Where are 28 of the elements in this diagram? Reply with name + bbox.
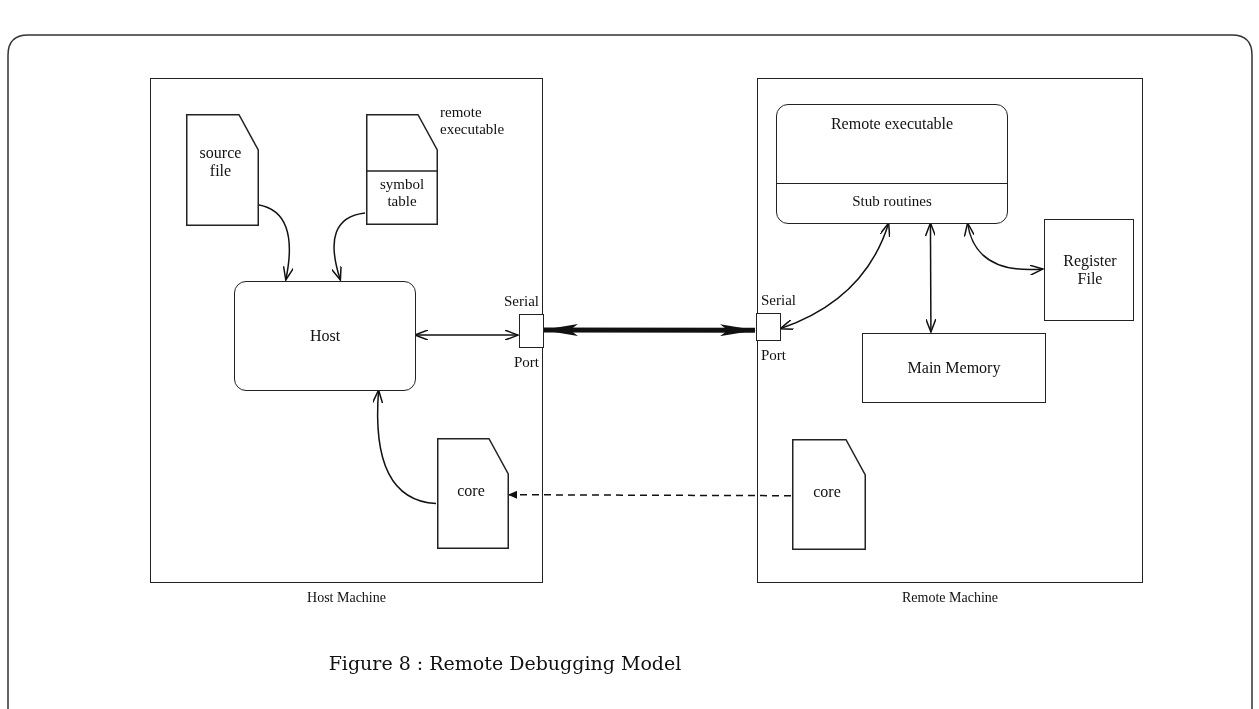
document-label: core [812, 483, 842, 501]
box-label: Stub routines [851, 193, 933, 210]
box-label: Register File [1062, 252, 1118, 288]
port-label: Port [761, 347, 786, 364]
machine-label: Host Machine [306, 590, 387, 606]
process-box [776, 104, 1008, 224]
port-label: Serial [761, 292, 796, 309]
box-heading: Remote executable [829, 115, 955, 133]
port-label: Serial [504, 293, 539, 310]
document-label: symbol table [378, 176, 426, 209]
arrow [542, 324, 756, 337]
arrow [964, 222, 1044, 276]
document-heading: remote executable [440, 104, 506, 137]
box-label: Main Memory [906, 359, 1002, 377]
port-label: Port [514, 354, 539, 371]
machine-label: Remote Machine [901, 590, 999, 606]
process-box [862, 333, 1046, 403]
document-label: core [456, 482, 486, 500]
arrow [414, 329, 519, 341]
figure-caption: Figure 8 : Remote Debugging Model [327, 652, 683, 674]
arrow [331, 212, 366, 281]
arrow [779, 222, 890, 330]
document-label: source file [198, 144, 243, 180]
box-label: Host [308, 327, 342, 345]
arrow [924, 222, 937, 333]
process-box [1044, 219, 1134, 321]
process-box [234, 281, 416, 391]
arrow [372, 389, 437, 505]
